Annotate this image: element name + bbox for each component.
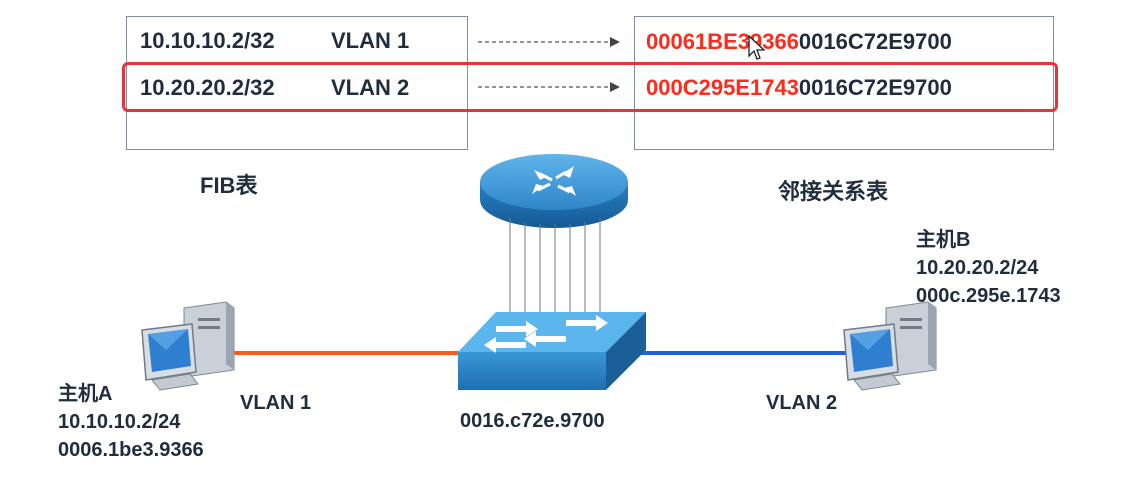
adjacency-row-1-dst-mac: 00061BE39366	[646, 29, 799, 54]
host-a-ip: 10.10.10.2/24	[58, 411, 181, 433]
host-a-info: 主机A 10.10.10.2/24 0006.1be3.9366	[58, 380, 204, 464]
mapping-arrows	[478, 37, 620, 92]
vlan2-link	[636, 351, 850, 355]
row-2-highlight-box	[122, 62, 1058, 112]
host-b-computer-icon	[843, 301, 937, 391]
fib-row-2-ip: 10.20.20.2/32	[140, 75, 275, 100]
adjacency-row-2-src-mac: 0016C72E9700	[798, 75, 952, 100]
switch-icon	[458, 312, 646, 390]
host-b-name: 主机B	[916, 229, 971, 251]
host-b-ip: 10.20.20.2/24	[916, 257, 1039, 279]
fib-row-2-vlan: VLAN 2	[331, 75, 410, 100]
switch-mac-label: 0016.c72e.9700	[460, 410, 605, 432]
fib-table-caption: FIB表	[200, 173, 258, 198]
host-b-info: 主机B 10.20.20.2/24 000c.295e.1743	[916, 226, 1061, 310]
adjacency-row-1-src-mac: 0016C72E9700	[798, 29, 952, 54]
vlan1-link	[232, 351, 468, 355]
vlan2-link-label: VLAN 2	[766, 392, 838, 414]
fib-row-1-vlan: VLAN 1	[331, 28, 410, 53]
vlan1-link-label: VLAN 1	[240, 392, 312, 414]
adjacency-row-2-dst-mac: 000C295E1743	[646, 75, 799, 100]
mapping-arrow-1	[478, 37, 620, 47]
adjacency-row-1: 00061BE393660016C72E9700	[646, 29, 952, 55]
mouse-cursor-icon	[748, 34, 765, 60]
router-icon	[480, 154, 628, 228]
mapping-arrow-2	[478, 82, 620, 92]
host-a-computer-icon	[141, 301, 235, 391]
fib-row-1-ip: 10.10.10.2/32	[140, 28, 275, 53]
router-switch-links	[509, 218, 601, 318]
adjacency-table-caption: 邻接关系表	[778, 179, 889, 204]
host-a-mac: 0006.1be3.9366	[58, 439, 204, 461]
fib-table: 10.10.10.2/32 VLAN 1 10.20.20.2/32 VLAN …	[126, 16, 468, 150]
adjacency-row-2: 000C295E17430016C72E9700	[646, 75, 952, 101]
host-a-name: 主机A	[58, 383, 113, 405]
host-b-mac: 000c.295e.1743	[916, 285, 1061, 307]
